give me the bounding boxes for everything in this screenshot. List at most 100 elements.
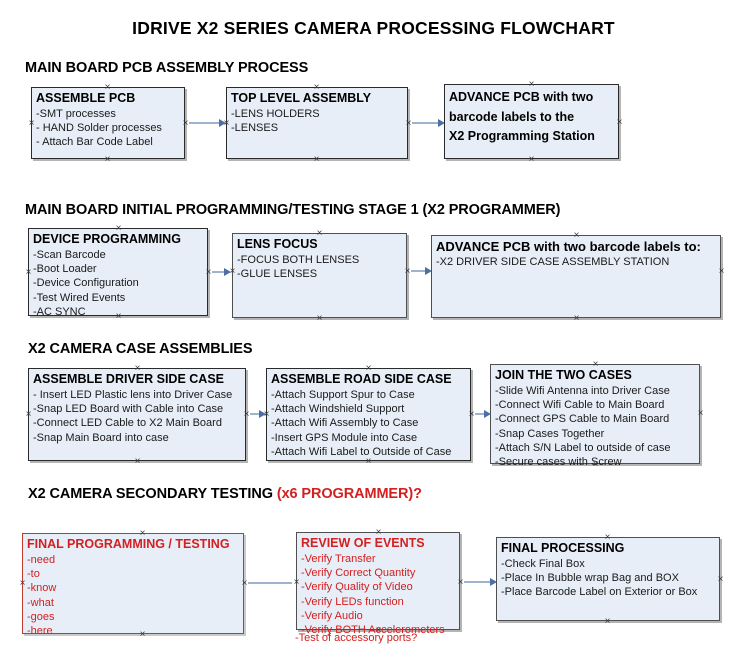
node-handle-top[interactable] xyxy=(527,80,536,89)
node-handle-top[interactable] xyxy=(364,364,373,373)
node-handle-left[interactable] xyxy=(24,268,33,277)
node-line: -Connect Wifi Cable to Main Board xyxy=(495,399,665,412)
connector-top-level-to-advance-pcb xyxy=(412,122,440,124)
node-line: -here xyxy=(27,625,53,638)
node-handle-left[interactable] xyxy=(228,267,237,276)
node-handle-left[interactable] xyxy=(262,410,271,419)
node-line: -Boot Loader xyxy=(33,263,97,276)
node-handle-top[interactable] xyxy=(133,364,142,373)
node-line: -Attach Wifi Assembly to Case xyxy=(271,417,419,430)
node-handle-bottom[interactable] xyxy=(591,460,600,469)
node-handle-top[interactable] xyxy=(312,83,321,92)
node-handle-bottom[interactable] xyxy=(138,630,147,639)
node-assemble-driver-side-case[interactable]: ASSEMBLE DRIVER SIDE CASE - Insert LED P… xyxy=(28,368,246,461)
page-title: IDRIVE X2 SERIES CAMERA PROCESSING FLOWC… xyxy=(132,18,615,38)
section-heading-main-board-initial-programming: MAIN BOARD INITIAL PROGRAMMING/TESTING S… xyxy=(25,202,561,218)
node-handle-bottom[interactable] xyxy=(603,617,612,626)
node-line: -Device Configuration xyxy=(33,277,139,290)
section-heading-accent: (x6 PROGRAMMER)? xyxy=(276,486,422,502)
node-handle-right[interactable] xyxy=(717,267,726,276)
node-line: -goes xyxy=(27,610,55,623)
node-handle-top[interactable] xyxy=(374,528,383,537)
node-top-level-assembly[interactable]: TOP LEVEL ASSEMBLY -LENS HOLDERS -LENSES xyxy=(226,87,408,159)
node-handle-left[interactable] xyxy=(292,578,301,587)
connector-road-case-to-join-cases xyxy=(475,413,486,415)
node-line: -Attach Windshield Support xyxy=(271,403,405,416)
node-join-the-two-cases[interactable]: JOIN THE TWO CASES -Slide Wifi Antenna i… xyxy=(490,364,700,468)
node-handle-top[interactable] xyxy=(315,229,324,238)
node-line: -Attach S/N Label to outside of case xyxy=(495,441,671,454)
node-title: ASSEMBLE PCB xyxy=(36,91,136,105)
node-handle-bottom[interactable] xyxy=(374,626,383,635)
node-title: ADVANCE PCB with two xyxy=(449,90,594,104)
node-line: -GLUE LENSES xyxy=(237,268,318,281)
node-line: -AC SYNC xyxy=(33,305,86,318)
node-handle-left[interactable] xyxy=(18,579,27,588)
node-line: -Verify Quality of Video xyxy=(301,581,413,594)
node-handle-top[interactable] xyxy=(591,360,600,369)
node-line: -Test Wired Events xyxy=(33,291,126,304)
node-handle-right[interactable] xyxy=(615,118,624,127)
node-handle-left[interactable] xyxy=(27,119,36,128)
node-line: -Slide Wifi Antenna into Driver Case xyxy=(495,385,670,397)
node-title: ASSEMBLE DRIVER SIDE CASE xyxy=(33,372,225,386)
node-handle-left[interactable] xyxy=(24,410,33,419)
node-handle-bottom[interactable] xyxy=(133,457,142,466)
node-final-processing[interactable]: FINAL PROCESSING -Check Final Box -Place… xyxy=(496,537,720,621)
node-line: -LENSES xyxy=(231,122,279,135)
node-handle-top[interactable] xyxy=(114,224,123,233)
node-handle-bottom[interactable] xyxy=(312,155,321,164)
node-handle-top[interactable] xyxy=(572,231,581,240)
node-assemble-road-side-case[interactable]: ASSEMBLE ROAD SIDE CASE -Attach Support … xyxy=(266,368,471,461)
node-handle-top[interactable] xyxy=(103,83,112,92)
connector-final-programming-to-review-events xyxy=(248,582,292,584)
node-line: -Place Barcode Label on Exterior or Box xyxy=(501,586,698,599)
connector-review-events-to-final-processing xyxy=(464,581,492,583)
node-overflow-line: -Test of accessory ports? xyxy=(295,632,418,644)
node-title: REVIEW OF EVENTS xyxy=(301,536,425,550)
node-handle-top[interactable] xyxy=(138,529,147,538)
node-line: -Verify Transfer xyxy=(301,553,376,565)
node-handle-bottom[interactable] xyxy=(315,314,324,323)
node-line: -Snap Cases Together xyxy=(495,427,605,440)
node-title: ADVANCE PCB with two barcode labels to: xyxy=(436,239,701,254)
node-line: -Verify Audio xyxy=(301,609,363,622)
node-final-programming-testing[interactable]: FINAL PROGRAMMING / TESTING -need -to -k… xyxy=(22,533,244,637)
node-handle-left[interactable] xyxy=(222,119,231,128)
node-line: -Connect GPS Cable to Main Board xyxy=(495,413,670,426)
node-line: -what xyxy=(27,596,54,609)
node-advance-pcb-driver-case-station[interactable]: ADVANCE PCB with two barcode labels to: … xyxy=(431,235,721,318)
node-line: barcode labels to the xyxy=(449,110,575,124)
node-handle-bottom[interactable] xyxy=(572,314,581,323)
node-device-programming[interactable]: DEVICE PROGRAMMING -Scan Barcode -Boot L… xyxy=(28,228,208,318)
section-heading-x2-camera-secondary-testing: X2 CAMERA SECONDARY TESTING (x6 PROGRAMM… xyxy=(28,486,422,502)
node-line: - Attach Bar Code Label xyxy=(36,136,153,149)
connector-arrowhead xyxy=(438,118,445,127)
node-handle-top[interactable] xyxy=(603,533,612,542)
node-handle-bottom[interactable] xyxy=(114,312,123,321)
node-handle-bottom[interactable] xyxy=(103,155,112,164)
node-title: JOIN THE TWO CASES xyxy=(495,368,632,382)
node-assemble-pcb[interactable]: ASSEMBLE PCB -SMT processes - HAND Solde… xyxy=(31,87,185,159)
node-title: ASSEMBLE ROAD SIDE CASE xyxy=(271,372,452,386)
node-line: -Secure cases with Screw xyxy=(495,456,622,469)
node-handle-right[interactable] xyxy=(696,409,705,418)
node-line: -to xyxy=(27,568,40,581)
node-line: -Connect LED Cable to X2 Main Board xyxy=(33,417,222,430)
node-line: - Insert LED Plastic lens into Driver Ca… xyxy=(33,389,233,401)
connector-arrowhead xyxy=(425,266,432,275)
node-advance-pcb-programming-station[interactable]: ADVANCE PCB with two barcode labels to t… xyxy=(444,84,619,159)
connector-arrowhead xyxy=(490,577,497,586)
node-handle-right[interactable] xyxy=(716,575,725,584)
section-heading-main-board-pcb-assembly: MAIN BOARD PCB ASSEMBLY PROCESS xyxy=(25,60,309,76)
node-handle-bottom[interactable] xyxy=(527,155,536,164)
node-line: - HAND Solder processes xyxy=(36,122,162,135)
node-review-of-events[interactable]: REVIEW OF EVENTS -Verify Transfer -Verif… xyxy=(295,532,460,644)
node-lens-focus[interactable]: LENS FOCUS -FOCUS BOTH LENSES -GLUE LENS… xyxy=(232,233,407,318)
node-line: -Snap LED Board with Cable into Case xyxy=(33,403,224,416)
node-line: -know xyxy=(27,582,57,595)
node-line: -Attach Support Spur to Case xyxy=(271,389,415,401)
node-line: -need xyxy=(27,554,56,566)
node-handle-bottom[interactable] xyxy=(364,457,373,466)
